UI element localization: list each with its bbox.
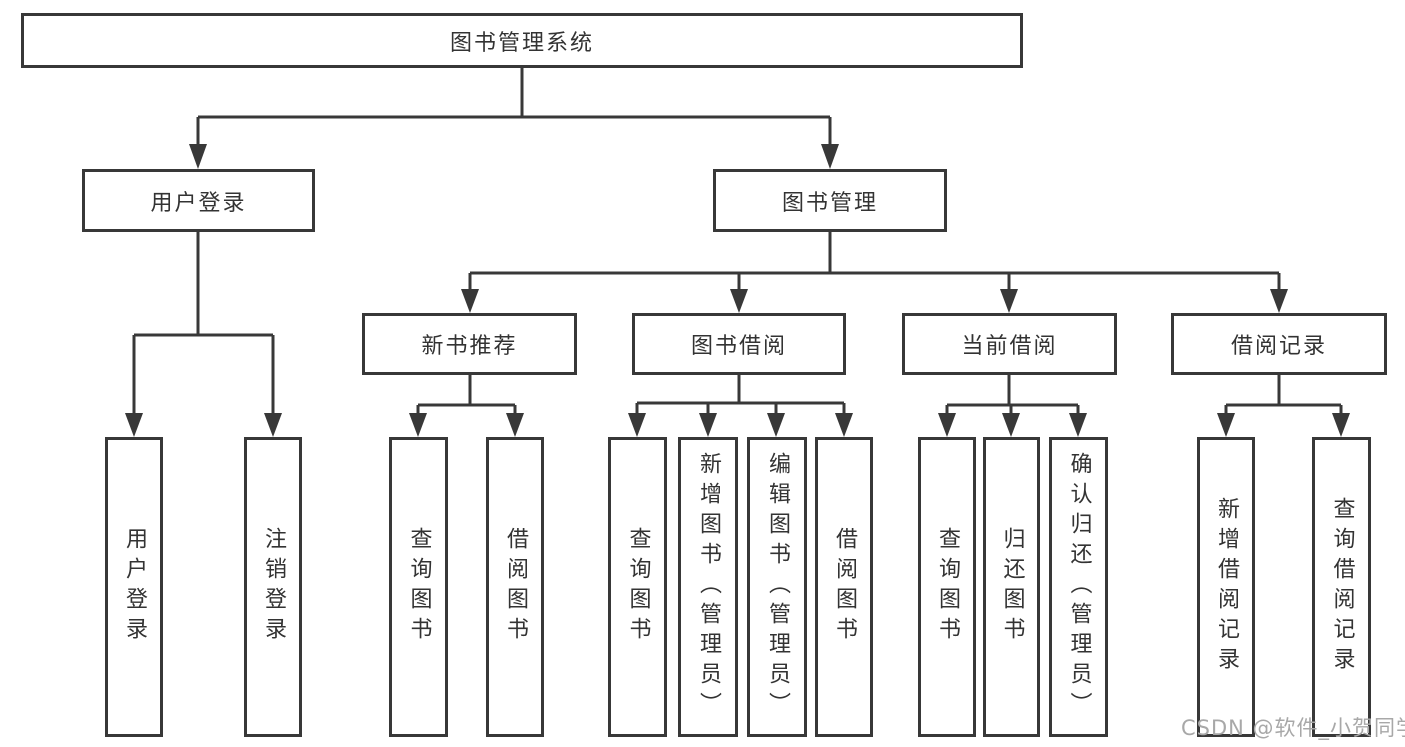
node-label: 注销登录: [261, 527, 286, 647]
arrow-down-icon: [1000, 289, 1018, 313]
node-label: 新书推荐: [421, 334, 518, 359]
node-label: 确认归还（管理员）: [1066, 452, 1092, 722]
arrow-down-icons: [125, 144, 1350, 437]
arrow-down-icon: [264, 413, 282, 437]
leaf-add-book-admin: 新增图书（管理员）: [678, 437, 738, 737]
node-book-management: 图书管理: [713, 169, 947, 232]
node-label: 图书借阅: [690, 334, 787, 359]
node-label: 查询图书: [406, 527, 432, 647]
arrow-down-icon: [699, 413, 717, 437]
node-label: 查询图书: [935, 527, 960, 647]
arrow-down-icon: [1217, 413, 1235, 437]
leaf-borrow-books-borrowing: 借阅图书: [815, 437, 873, 737]
leaf-add-borrow-record: 新增借阅记录: [1197, 437, 1255, 737]
node-label: 查询图书: [625, 527, 651, 647]
node-label: 图书管理: [781, 190, 878, 216]
node-label: 查询借阅记录: [1329, 497, 1355, 677]
leaf-logout: 注销登录: [244, 437, 302, 737]
arrow-down-icon: [821, 144, 839, 169]
node-label: 用户登录: [150, 190, 247, 216]
arrow-down-icon: [1069, 413, 1087, 437]
node-label: 图书管理系统: [449, 30, 594, 56]
leaf-confirm-return-admin: 确认归还（管理员）: [1049, 437, 1108, 737]
node-label: 用户登录: [122, 527, 147, 647]
leaf-query-books-recommend: 查询图书: [389, 437, 448, 737]
arrow-down-icon: [189, 144, 207, 169]
node-label: 借阅图书: [503, 527, 528, 647]
leaf-borrow-books-recommend: 借阅图书: [486, 437, 544, 737]
node-label: 当前借阅: [961, 334, 1058, 359]
leaf-query-books-borrowing: 查询图书: [608, 437, 667, 737]
arrow-down-icon: [1332, 413, 1350, 437]
node-current-borrowing: 当前借阅: [902, 313, 1117, 375]
arrow-down-icon: [628, 413, 646, 437]
leaf-query-borrow-record: 查询借阅记录: [1312, 437, 1371, 737]
node-new-book-recommend: 新书推荐: [362, 313, 577, 375]
arrow-down-icon: [409, 413, 427, 437]
node-label: 归还图书: [999, 527, 1025, 647]
node-user-login: 用户登录: [82, 169, 315, 232]
leaf-user-login: 用户登录: [105, 437, 163, 737]
arrow-down-icon: [1270, 289, 1288, 313]
leaf-edit-book-admin: 编辑图书（管理员）: [747, 437, 807, 737]
arrow-down-icon: [1002, 413, 1020, 437]
node-label: 新增借阅记录: [1214, 497, 1239, 677]
arrow-down-icon: [730, 289, 748, 313]
leaf-return-book: 归还图书: [983, 437, 1040, 737]
node-label: 编辑图书（管理员）: [765, 452, 790, 722]
tree-edges: [132, 68, 1343, 413]
arrow-down-icon: [767, 413, 785, 437]
arrow-down-icon: [938, 413, 956, 437]
arrow-down-icon: [506, 413, 524, 437]
node-book-borrowing: 图书借阅: [632, 313, 846, 375]
node-label: 借阅图书: [832, 527, 857, 647]
node-book-management-system: 图书管理系统: [21, 13, 1023, 68]
arrow-down-icon: [125, 413, 143, 437]
arrow-down-icon: [835, 413, 853, 437]
node-borrowing-records: 借阅记录: [1171, 313, 1387, 375]
node-label: 借阅记录: [1230, 334, 1327, 359]
node-label: 新增图书（管理员）: [696, 452, 721, 722]
csdn-watermark: CSDN @软件_小贺同学: [1181, 716, 1405, 740]
leaf-query-books-current: 查询图书: [918, 437, 976, 737]
arrow-down-icon: [461, 289, 479, 313]
